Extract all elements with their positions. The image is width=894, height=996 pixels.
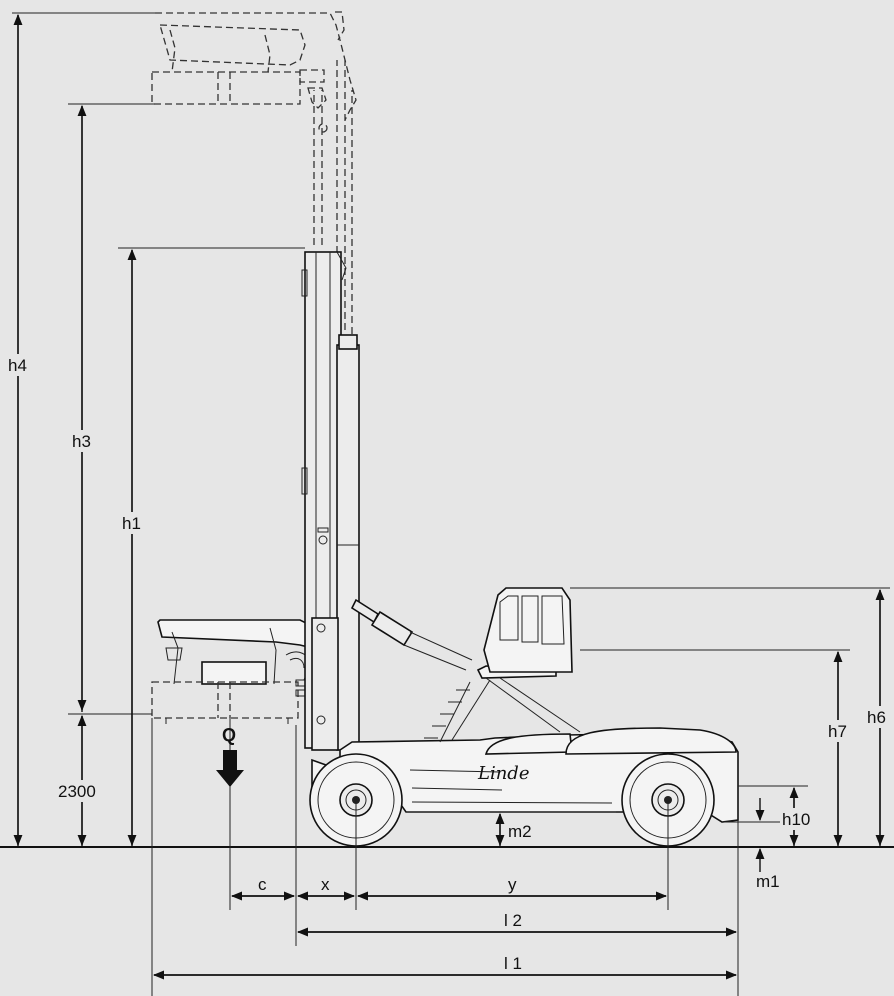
spreader-lowered bbox=[151, 619, 327, 724]
dim-h6: h6 bbox=[866, 588, 894, 847]
dim-c: c bbox=[230, 875, 296, 901]
arrow-down-icon bbox=[216, 750, 244, 787]
dim-x: x bbox=[296, 875, 356, 901]
dim-l2: l 2 bbox=[296, 911, 738, 937]
dim-m2: m2 bbox=[495, 812, 532, 847]
label-2300: 2300 bbox=[58, 782, 96, 801]
label-c: c bbox=[258, 875, 267, 894]
label-h3: h3 bbox=[72, 432, 91, 451]
label-h7: h7 bbox=[828, 722, 847, 741]
dim-2300: 2300 bbox=[55, 714, 105, 847]
label-l1: l 1 bbox=[504, 954, 522, 973]
load-arrow: Q bbox=[216, 725, 244, 787]
extension-lines bbox=[12, 12, 890, 996]
dim-h3: h3 bbox=[70, 104, 98, 712]
tilt-cylinder bbox=[350, 598, 473, 671]
label-m1: m1 bbox=[756, 872, 780, 891]
raised-mast-dashed bbox=[151, 11, 357, 345]
label-m2: m2 bbox=[508, 822, 532, 841]
label-h4: h4 bbox=[8, 356, 27, 375]
mast bbox=[301, 251, 360, 751]
label-h6: h6 bbox=[867, 708, 886, 727]
dim-y: y bbox=[356, 875, 668, 901]
label-y: y bbox=[508, 875, 517, 894]
dim-h4: h4 bbox=[5, 13, 33, 847]
dim-h7: h7 bbox=[826, 650, 854, 847]
dim-h10: h10 bbox=[780, 786, 816, 847]
label-q: Q bbox=[222, 725, 236, 745]
cab bbox=[424, 587, 581, 743]
label-h1: h1 bbox=[122, 514, 141, 533]
dim-l1: l 1 bbox=[152, 954, 738, 980]
dim-m1: m1 bbox=[755, 798, 780, 891]
label-l2: l 2 bbox=[504, 911, 522, 930]
label-x: x bbox=[321, 875, 330, 894]
dim-h1: h1 bbox=[120, 248, 148, 847]
label-h10: h10 bbox=[782, 810, 810, 829]
brand-logo: Linde bbox=[477, 763, 529, 784]
